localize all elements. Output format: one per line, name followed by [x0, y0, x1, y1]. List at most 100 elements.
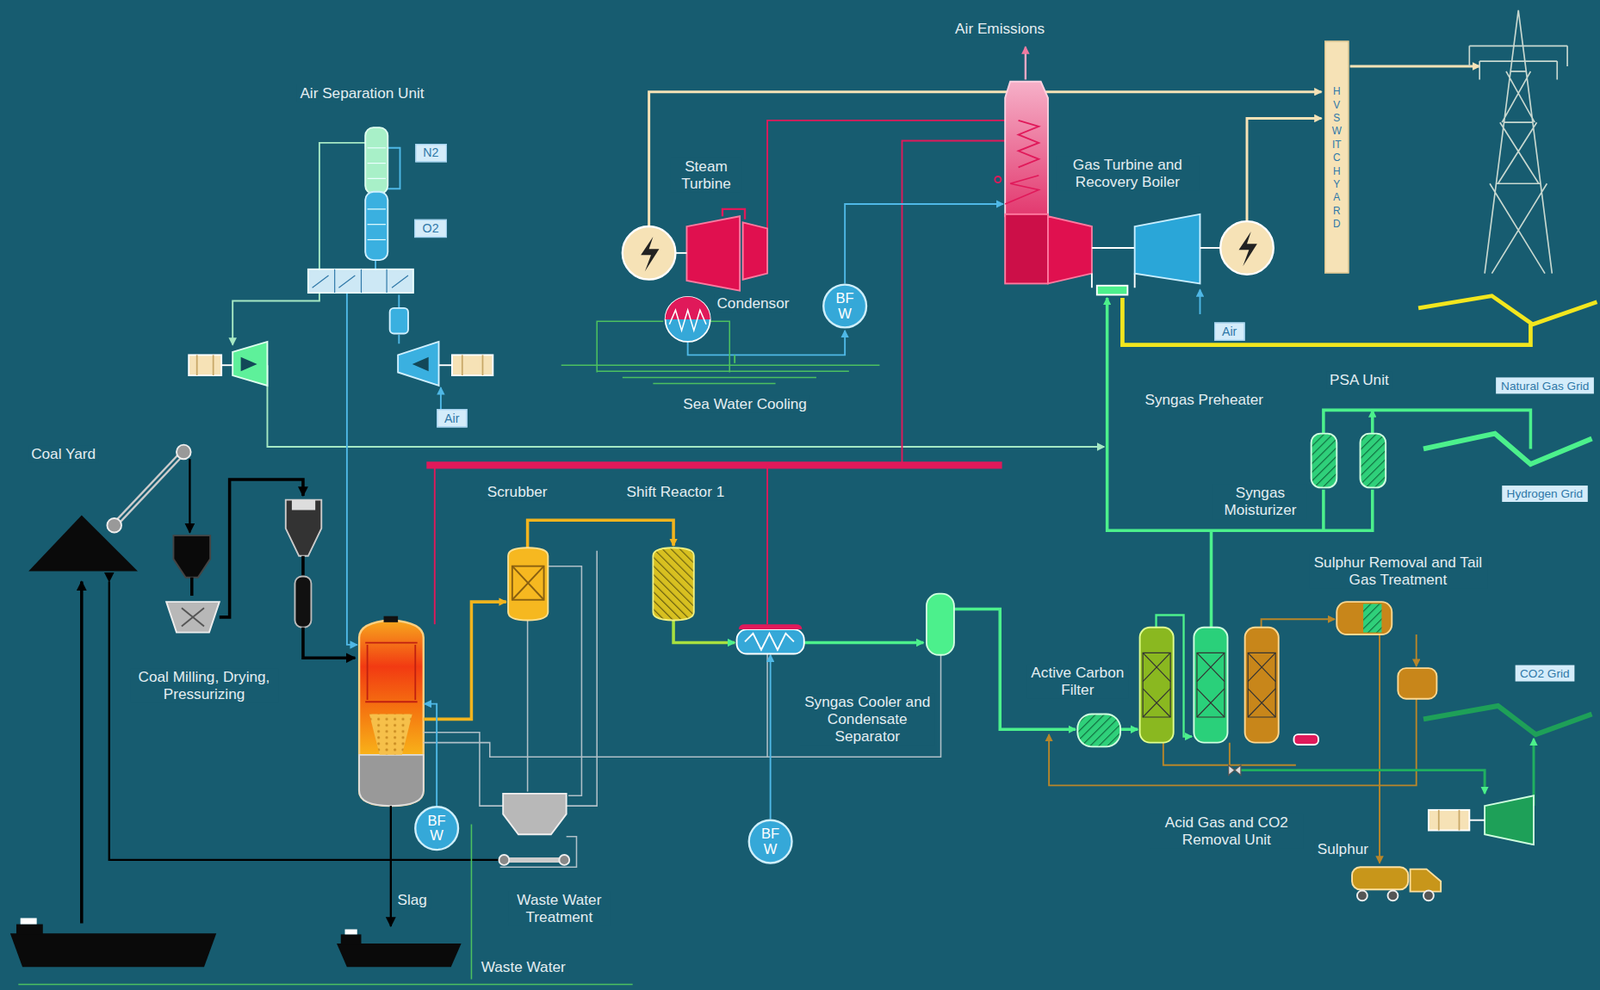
component-label: Gas Turbine and Recovery Boiler [1055, 155, 1199, 191]
gas-cleanup-part [1423, 706, 1593, 735]
component-label: Syngas Preheater [1141, 390, 1267, 409]
gasification-train-part [926, 594, 955, 656]
power-block-part [767, 120, 1021, 246]
component-label: Coal Yard [28, 445, 100, 463]
tag-box: O2 [414, 219, 447, 238]
gasification-train-part [341, 934, 362, 945]
gas-cleanup-part [1323, 409, 1532, 449]
gasification-train-part [766, 465, 769, 625]
gas-cleanup-part-part [1142, 652, 1276, 718]
gasification-train-part [114, 452, 185, 526]
gas-cleanup-part [1363, 603, 1382, 633]
component-label: Air Separation Unit [297, 84, 428, 102]
gasification-train [10, 445, 1076, 986]
gas-cleanup-part [1294, 734, 1319, 745]
gas-cleanup-part-part [1438, 810, 1440, 832]
power-block-part [675, 252, 687, 255]
gasification-train-part [384, 616, 399, 623]
gasification-train-part [652, 547, 694, 621]
air-separation-unit-part-part [312, 275, 409, 288]
gas-cleanup-part [1163, 743, 1297, 766]
gasification-train-part [423, 601, 507, 720]
gasification-train-part [390, 806, 392, 927]
power-block-part [1091, 247, 1135, 249]
power-block-part [686, 216, 740, 292]
component-label: Coal Milling, Drying, Pressurizing [130, 668, 279, 703]
node-text: HV SWITCHYARD [1331, 84, 1342, 230]
gas-cleanup-part [1428, 810, 1470, 832]
gas-cleanup-part [1142, 652, 1276, 718]
gasification-train-part [301, 556, 305, 577]
gas-cleanup-part [1388, 890, 1399, 901]
node-text: BF W [757, 826, 782, 858]
tag-box: Air [1213, 322, 1245, 341]
power-block-part-part [596, 371, 850, 373]
power-block-part [1004, 81, 1049, 217]
gas-cleanup-part [1357, 890, 1368, 901]
gas-cleanup-part [1311, 434, 1338, 489]
gasification-train-part [359, 620, 424, 807]
component-label: Steam Turbine [670, 158, 743, 193]
power-block-part [561, 321, 881, 384]
gasification-train-part [508, 547, 548, 621]
gas-cleanup-part [1423, 890, 1434, 901]
power-block-part [1134, 214, 1201, 285]
power-block-part [994, 176, 1001, 183]
gasification-train-part [345, 929, 358, 935]
component-label: Syngas Moisturizer [1213, 484, 1308, 520]
air-separation-unit-part-part [360, 269, 362, 293]
gasification-train-part [769, 655, 772, 820]
gas-cleanup-part [1415, 634, 1418, 667]
node-text: Natural Gas Grid [1500, 378, 1589, 394]
component-label: PSA Unit [1326, 371, 1392, 389]
node-text: CO2 Grid [1519, 666, 1570, 682]
air-separation-unit-part [197, 354, 484, 376]
air-separation-unit-part [439, 364, 453, 366]
air-separation-unit-part-part [367, 147, 386, 149]
gasification-train-part [512, 566, 545, 601]
gas-cleanup-part [1351, 867, 1408, 890]
gasification-train-part [512, 566, 545, 601]
power-block-part [1004, 175, 1039, 205]
air-separation-unit-part [390, 308, 409, 335]
gasification-train-part [336, 943, 462, 968]
gasification-train-part [181, 607, 205, 627]
air-separation-unit-part-part [196, 354, 199, 376]
air-separation-unit-part [347, 292, 358, 645]
power-block-part-part [652, 383, 776, 385]
power-block-part [1122, 296, 1597, 346]
gasification-train-part [673, 620, 735, 643]
power-block-part [1024, 47, 1027, 81]
air-separation-unit-part-part [482, 354, 484, 376]
power-block-part [1469, 10, 1568, 274]
gasification-train-part [365, 643, 417, 703]
power-block-part [1199, 290, 1202, 315]
gasification-train-part [190, 577, 194, 596]
component-label: Sulphur [1314, 840, 1371, 858]
node-text: BF W [424, 812, 449, 844]
gasification-train-part [500, 857, 569, 863]
air-separation-unit-part [221, 364, 233, 366]
air-separation-unit-part [188, 354, 222, 376]
component-label: Air Emissions [952, 19, 1049, 38]
gas-cleanup-part [1261, 619, 1335, 627]
gasification-train-part [20, 917, 38, 925]
gasification-train-part [294, 576, 311, 627]
air-separation-unit-part-part [334, 269, 335, 293]
air-separation-unit-part-part [367, 223, 386, 225]
gasification-train-part [359, 755, 424, 807]
gasification-train-part [176, 445, 192, 460]
power-block-part [1200, 247, 1222, 249]
air-separation-unit-part-part [386, 269, 388, 293]
gas-cleanup-part [1077, 713, 1121, 747]
tag-box: Hydrogen Grid [1501, 485, 1588, 503]
gasification-train-part [106, 518, 122, 534]
component-label: Syngas Cooler and Condensate Separator [800, 693, 935, 745]
feedwater-circle: BF W [414, 806, 459, 851]
gas-cleanup-part [1048, 699, 1417, 787]
gasification-train-part [502, 793, 566, 835]
gasification-train-part [10, 933, 217, 968]
gas-cleanup-part [1469, 819, 1485, 822]
component-label: Shift Reactor 1 [623, 483, 728, 501]
component-label: Active Carbon Filter [1026, 663, 1129, 699]
